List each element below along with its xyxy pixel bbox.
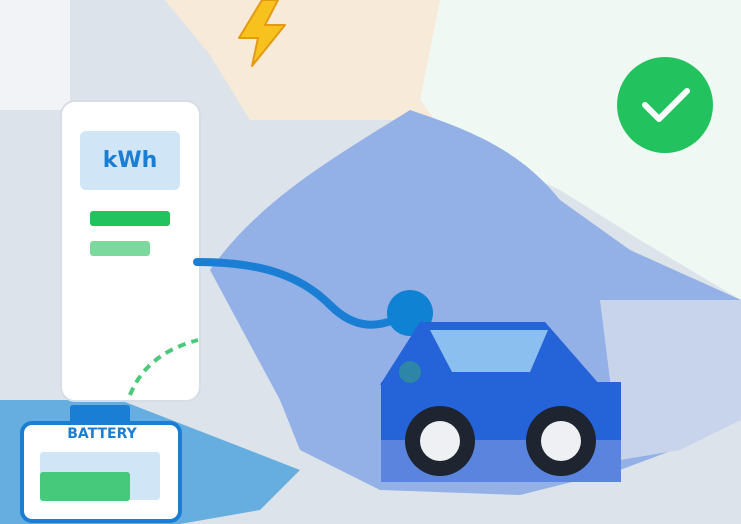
checkmark bbox=[642, 88, 690, 122]
check-circle-icon bbox=[617, 57, 713, 153]
bg-blue-blob-light bbox=[600, 300, 741, 460]
front-hubcap bbox=[420, 421, 460, 461]
bg-panel bbox=[0, 0, 70, 110]
status-bar-2 bbox=[90, 241, 150, 256]
kwh-label: kWh bbox=[102, 148, 158, 173]
car-window bbox=[430, 330, 548, 372]
car-light bbox=[399, 361, 421, 383]
lightning-bolt-icon bbox=[238, 0, 286, 67]
kwh-display bbox=[80, 131, 180, 190]
battery-label: BATTERY bbox=[67, 426, 137, 442]
charging-cable bbox=[193, 258, 414, 329]
status-bar-1 bbox=[90, 211, 170, 226]
rear-hubcap bbox=[541, 421, 581, 461]
battery-level-fill bbox=[40, 472, 130, 501]
